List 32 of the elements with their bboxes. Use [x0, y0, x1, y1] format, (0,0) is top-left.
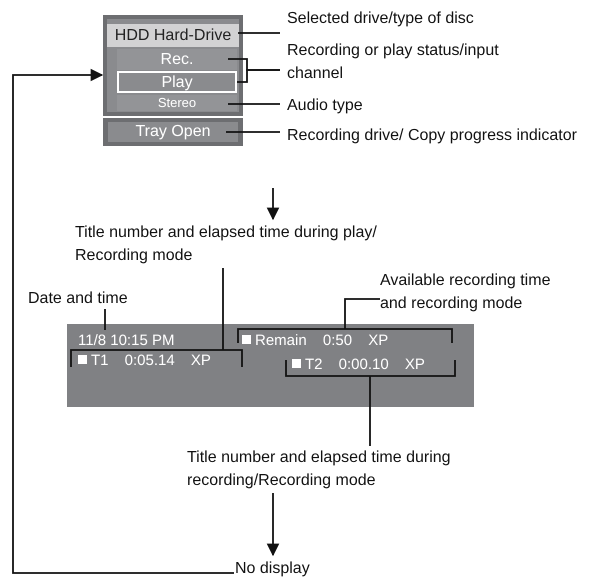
osd-text: 11/8 10:15 PM [78, 332, 208, 349]
leader-line [104, 309, 106, 330]
osd-text: Remain 0:50 XP [255, 332, 388, 349]
callout-text: Available recording time and recording mode [380, 269, 575, 315]
callout-text: Title number and elapsed time during play/ Recording mode [75, 221, 405, 267]
leader-line [228, 103, 280, 105]
tray-panel [103, 118, 243, 146]
osd-text: T2 0:00.10 XP [305, 356, 425, 373]
leader-line [237, 298, 453, 344]
display-panel [103, 15, 243, 116]
status-indicator: Rec. [117, 49, 237, 70]
callout-text: Recording or play status/input channel [287, 39, 547, 85]
arrow [12, 68, 234, 574]
callout-text: Selected drive/type of disc [287, 7, 587, 29]
drive-indicator: HDD Hard-Drive [107, 24, 239, 47]
callout-text: Recording drive/ Copy progress indicator [287, 124, 607, 170]
callout-text: No display [235, 557, 335, 579]
screen-display [67, 324, 474, 407]
tray-status: Tray Open [108, 122, 238, 142]
leader-line [237, 69, 280, 83]
leader-line [70, 267, 243, 368]
callout-text: Date and time [28, 287, 188, 309]
leader-line [226, 131, 280, 133]
audio-indicator: Stereo [117, 95, 237, 111]
callout-text: Title number and elapsed time during recording/Recording mode [187, 446, 517, 492]
arrow [266, 188, 280, 220]
status-indicator: Play [117, 71, 237, 93]
leader-line [285, 359, 456, 447]
leader-line [238, 32, 280, 34]
callout-text: Audio type [287, 94, 487, 116]
osd-text: T1 0:05.14 XP [91, 352, 211, 369]
arrow [266, 493, 280, 556]
